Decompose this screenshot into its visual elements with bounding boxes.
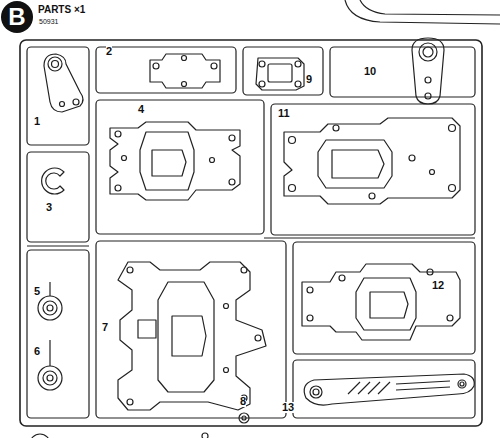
callout-number: 10: [364, 66, 376, 77]
sprue-fragment: [360, 0, 500, 15]
part-2: [150, 54, 220, 88]
callout-number: 4: [138, 104, 144, 115]
sheet-letter-badge: B: [1, 1, 33, 33]
sprue-cell: [243, 47, 323, 95]
sprue-cell: [293, 360, 475, 418]
sprue-fragment: [30, 434, 50, 438]
part-3: [42, 168, 64, 194]
callout-number: 1: [34, 116, 40, 127]
callout-number: 8: [240, 396, 246, 407]
sprue-cell: [330, 47, 475, 97]
part-11: [284, 118, 460, 204]
sprue-cell: [293, 242, 475, 354]
callout-number: 2: [106, 46, 112, 57]
sprue-cell: [96, 100, 264, 234]
parts-heading: PARTS ×1: [38, 5, 85, 15]
part-8: [239, 413, 249, 423]
sprue-cell: [27, 152, 89, 242]
sprue-cell: [96, 241, 286, 418]
sprue-fragment: [202, 433, 208, 438]
sprue-runner: [264, 237, 475, 238]
part-number: 50931: [39, 18, 58, 25]
part-12: [302, 264, 460, 340]
sheet-letter: B: [8, 5, 25, 29]
sprue-cell: [96, 47, 236, 93]
part-6: [38, 366, 62, 390]
callout-number: 13: [282, 402, 294, 413]
part-7: [118, 262, 266, 410]
callout-number: 3: [46, 202, 52, 213]
callout-number: 9: [306, 74, 312, 85]
callout-number: 5: [34, 286, 40, 297]
sprue-cell: [27, 250, 89, 418]
callout-number: 11: [278, 108, 290, 119]
sprue-fragment: [345, 0, 500, 24]
sprue-runner: [27, 245, 89, 246]
callout-number: 12: [432, 280, 444, 291]
callout-number: 6: [34, 346, 40, 357]
sprue-frame: [20, 40, 482, 426]
part-1: [44, 54, 83, 112]
part-9: [256, 58, 304, 90]
callout-number: 7: [102, 322, 108, 333]
sprue-cell: [27, 47, 89, 145]
part-13: [304, 374, 474, 405]
sprue-cell: [271, 104, 475, 235]
part-5: [38, 296, 62, 320]
part-4: [110, 122, 240, 200]
part-10: [412, 38, 444, 104]
